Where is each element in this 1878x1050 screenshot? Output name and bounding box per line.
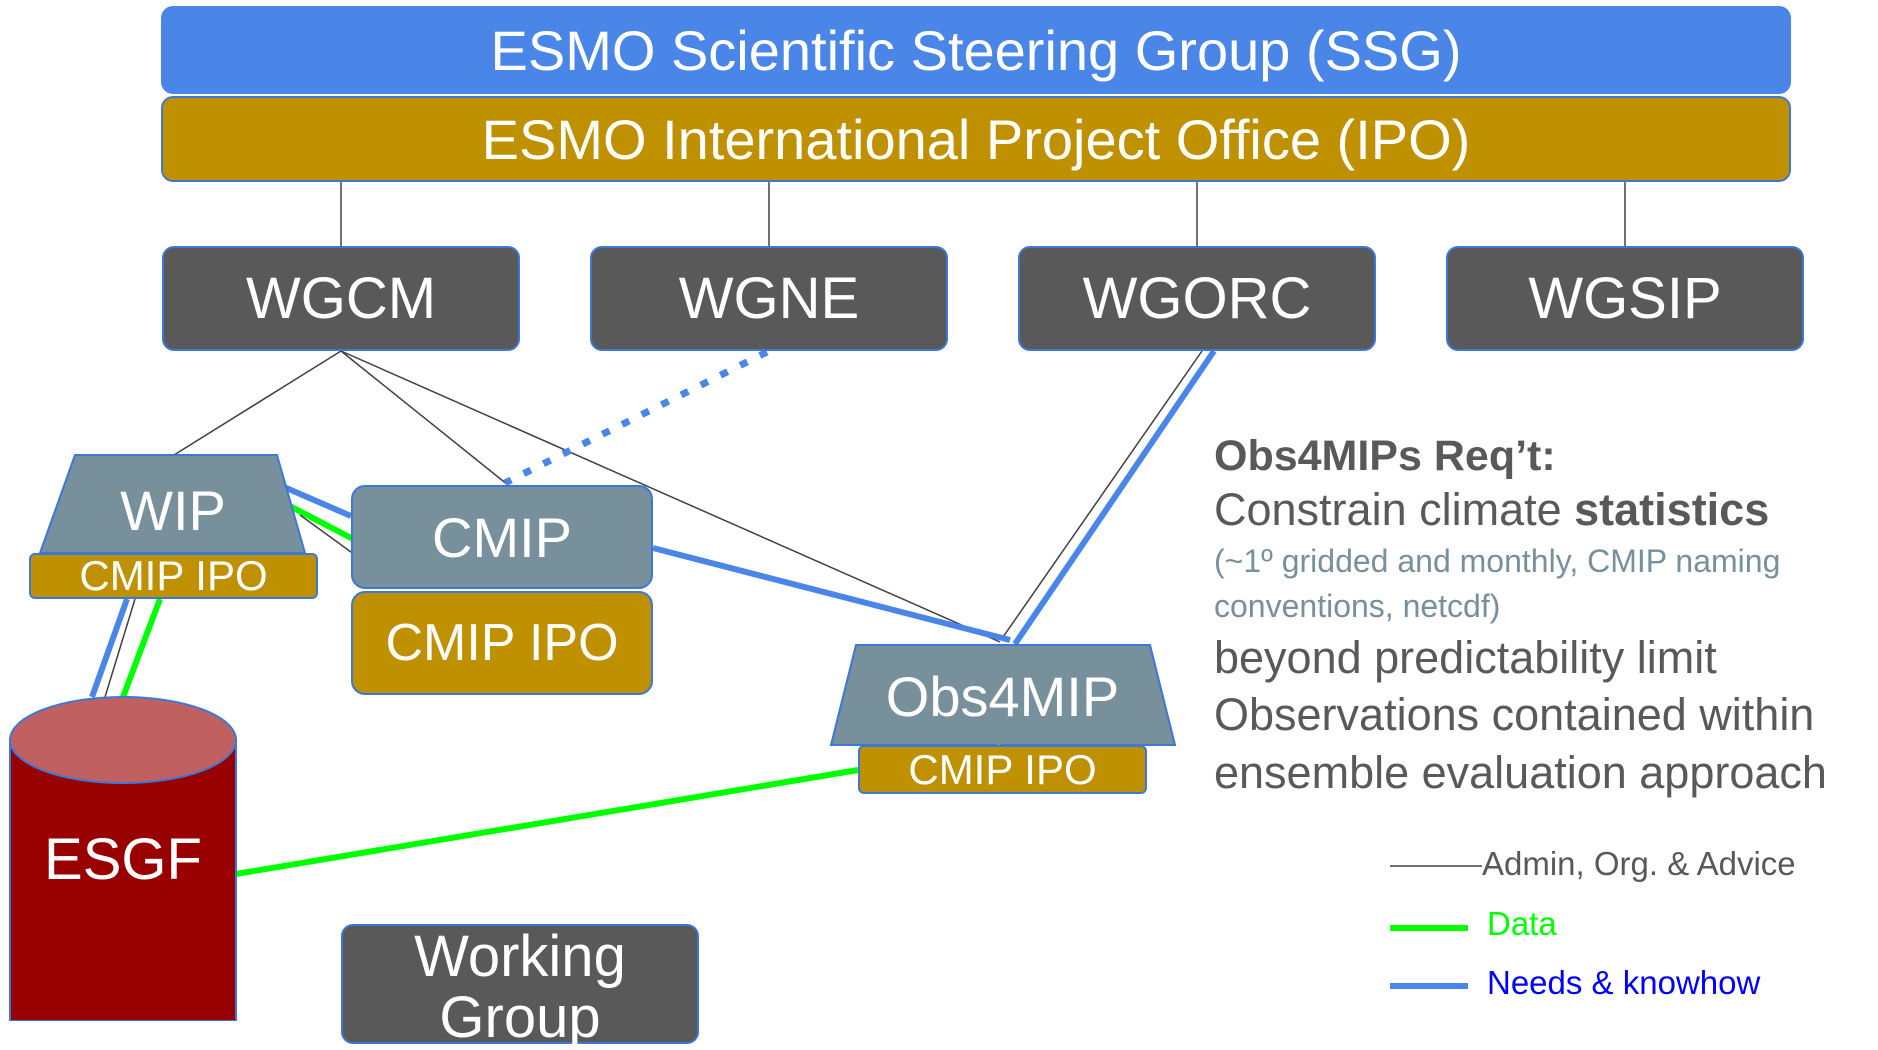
wg-box-wgcm: WGCM bbox=[162, 246, 520, 351]
cmip-ipo-box: CMIP IPO bbox=[351, 591, 653, 695]
wg-box-wgorc: WGORC bbox=[1018, 246, 1376, 351]
wg-box-wgsip: WGSIP bbox=[1446, 246, 1804, 351]
esgf-label: ESGF bbox=[44, 827, 202, 892]
legend-data-label: Data bbox=[1487, 905, 1557, 942]
wg-box-wgne: WGNE bbox=[590, 246, 948, 351]
data-line-esgf-obs4mip bbox=[235, 767, 859, 877]
needs-line-cmip-obs4mip bbox=[652, 545, 1011, 643]
working-group-box: Working Group bbox=[341, 924, 699, 1049]
needs-line-wgne-cmip bbox=[503, 348, 769, 487]
requirements-line1-bold: statistics bbox=[1574, 484, 1770, 536]
connection-lines bbox=[9, 182, 1626, 1021]
legend-needs-label: Needs & knowhow bbox=[1487, 964, 1761, 1001]
requirements-line1-prefix: Constrain climate bbox=[1214, 484, 1575, 536]
admin-line-wgcm-obs4mip bbox=[340, 350, 1001, 643]
governance-diagram: ESMO Scientific Steering Group (SSG) ESM… bbox=[9, 6, 1878, 1044]
needs-line-wgorc-obs4mip bbox=[1012, 349, 1217, 646]
obs4mip-ipo-box: CMIP IPO bbox=[858, 745, 1147, 794]
requirements-note: (~1º gridded and monthly, CMIP naming co… bbox=[1214, 543, 1781, 624]
admin-line-wgorc-obs4mip bbox=[1002, 350, 1203, 638]
ipo-banner: ESMO International Project Office (IPO) bbox=[161, 96, 1791, 182]
esgf-cylinder-top bbox=[9, 696, 237, 784]
ssg-banner: ESMO Scientific Steering Group (SSG) bbox=[161, 6, 1791, 94]
data-line-wip-esgf bbox=[120, 597, 163, 699]
needs-line-wip-cmip bbox=[282, 484, 353, 519]
wip-ipo-box: CMIP IPO bbox=[29, 552, 318, 599]
requirements-title: Obs4MIPs Req’t: bbox=[1214, 432, 1556, 480]
needs-line-wip-esgf bbox=[89, 597, 130, 699]
cmip-box: CMIP bbox=[351, 485, 653, 589]
data-line-wip-cmip bbox=[282, 500, 357, 543]
admin-line-wip-esgf bbox=[104, 598, 136, 698]
admin-line-wgcm-cmip bbox=[340, 350, 509, 486]
requirements-text: Obs4MIPs Req’t: Constrain climate statis… bbox=[1214, 432, 1878, 801]
requirements-line4: ensemble evaluation approach bbox=[1214, 746, 1827, 798]
wip-label: WIP bbox=[120, 479, 226, 542]
obs4mip-shape bbox=[829, 644, 1177, 746]
requirements-line1: Constrain climate statistics bbox=[1214, 481, 1878, 539]
obs4mip-label: Obs4MIP bbox=[885, 665, 1120, 728]
admin-line-wgcm-wip bbox=[173, 350, 342, 456]
requirements-line3: Observations contained within bbox=[1214, 689, 1815, 741]
legend-admin-label: Admin, Org. & Advice bbox=[1482, 845, 1796, 882]
requirements-line2: beyond predictability limit bbox=[1214, 631, 1717, 683]
